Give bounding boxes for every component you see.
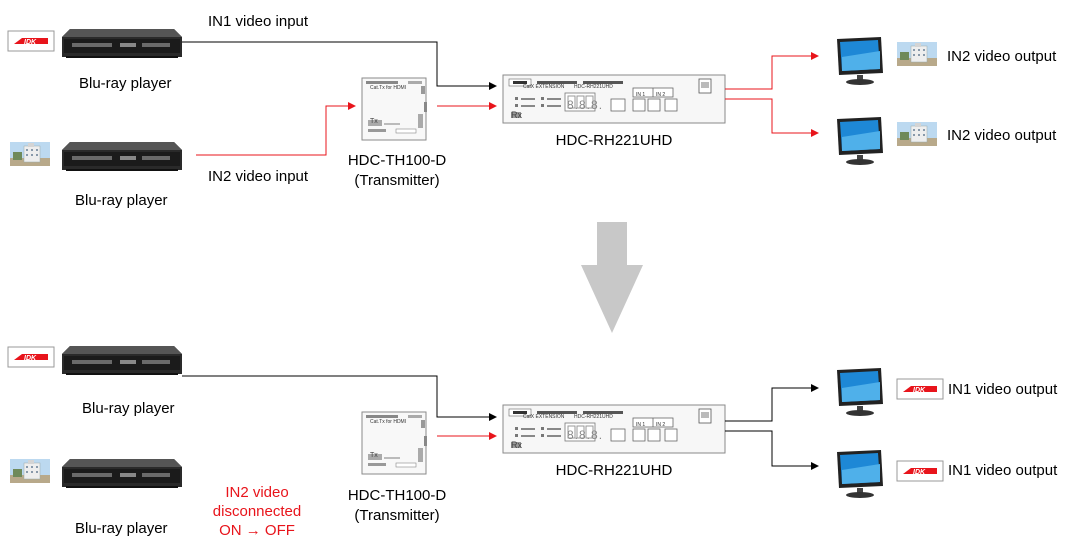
source1-label: Blu-ray player [79,75,172,93]
output1-arrow [725,56,818,89]
tx-mark-text: Tx [370,452,378,459]
receiver-device-icon [503,405,725,453]
tx-tagline-text: Cat.Tx for HDMI [370,419,406,425]
receiver-rx-text: Rx [511,110,522,120]
output2-arrow [725,99,818,133]
receiver-display-text: 8.8.8. [567,428,603,442]
output2-label: IN1 video output [948,462,1057,480]
idk-logo-text: IDK [913,469,926,476]
building-photo-icon [897,42,937,66]
receiver-name: HDC-RH221UHD [544,132,684,150]
receiver-brand-text: CatX EXTENSION [523,414,565,420]
in2-connection-arrow [196,106,355,155]
source2-label: Blu-ray player [75,520,168,538]
output1-label: IN2 video output [947,48,1056,66]
bluray-player-icon [62,346,182,375]
monitor-icon [837,37,883,85]
output2-arrow [725,431,818,466]
in1-input-label: IN1 video input [208,13,308,31]
receiver-model-text: HDC-RH221UHD [574,414,613,420]
bluray-player-icon [62,29,182,58]
receiver-in1-text: IN 1 [636,92,645,98]
building-photo-icon [10,142,50,166]
source2-label: Blu-ray player [75,192,168,210]
building-photo-icon [897,122,937,146]
monitor-icon [837,117,883,165]
receiver-brand-text: CatX EXTENSION [523,84,565,90]
receiver-in1-text: IN 1 [636,422,645,428]
monitor-icon [837,450,883,498]
bluray-player-icon [62,142,182,171]
transmitter-role: (Transmitter) [330,172,464,190]
tx-tagline-text: Cat.Tx for HDMI [370,85,406,91]
down-arrow-icon [581,222,643,333]
receiver-rx-text: Rx [511,440,522,450]
receiver-device-icon [503,75,725,123]
tx-mark-text: Tx [370,118,378,125]
output1-arrow [725,388,818,421]
output2-label: IN2 video output [947,127,1056,145]
idk-logo-text: IDK [913,387,926,394]
transmitter-name: HDC-TH100-D [330,152,464,170]
transmitter-role: (Transmitter) [330,507,464,525]
idk-logo-text: IDK [24,355,37,362]
transmitter-name: HDC-TH100-D [330,487,464,505]
receiver-name: HDC-RH221UHD [544,462,684,480]
output1-label: IN1 video output [948,381,1057,399]
idk-logo-text: IDK [24,39,37,46]
disconnect-note-line2: disconnected [205,503,309,521]
in1-connection-arrow [182,42,496,86]
monitor-icon [837,368,883,416]
in1-connection-arrow [182,376,496,417]
receiver-display-text: 8.8.8. [567,98,603,112]
receiver-model-text: HDC-RH221UHD [574,84,613,90]
disconnect-note-line1: IN2 video [205,484,309,502]
receiver-in2-text: IN 2 [656,422,665,428]
source1-label: Blu-ray player [82,400,175,418]
disconnect-note-line3: ON → OFF [205,522,309,540]
receiver-in2-text: IN 2 [656,92,665,98]
building-photo-icon [10,459,50,483]
bluray-player-icon [62,459,182,488]
in2-input-label: IN2 video input [208,168,308,186]
